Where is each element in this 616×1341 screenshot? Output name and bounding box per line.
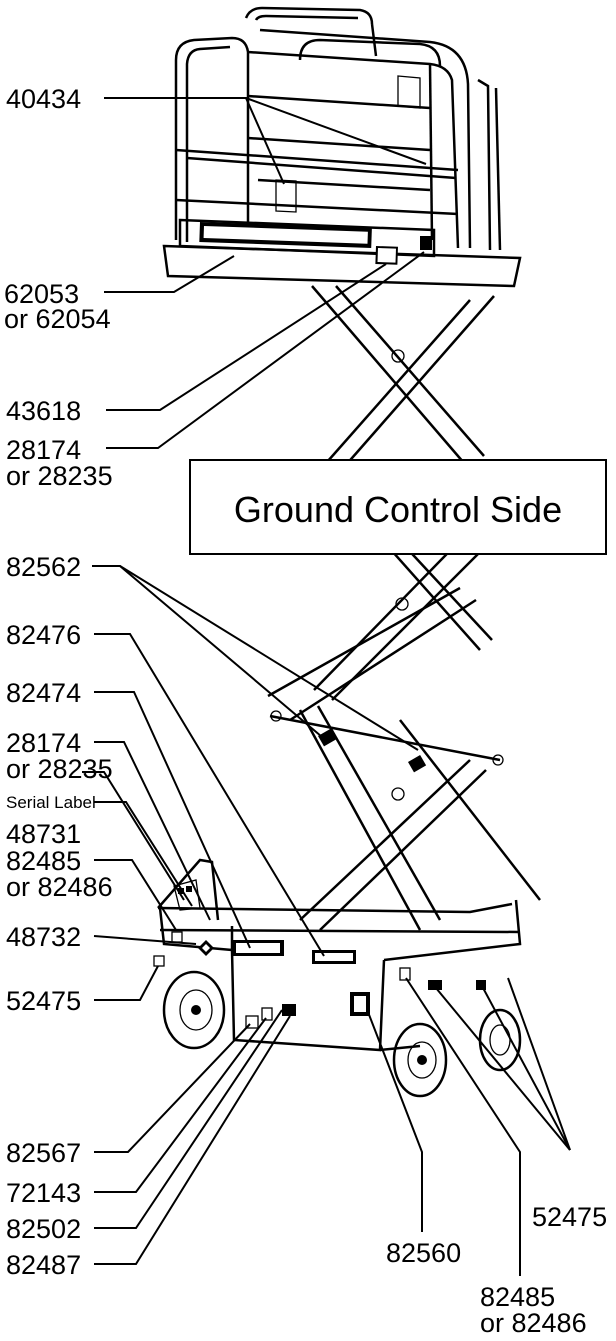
label-72143: 72143 bbox=[6, 1178, 81, 1208]
label-82485-left: 82485 bbox=[6, 846, 81, 876]
label-28235-top: or 28235 bbox=[6, 461, 113, 491]
label-82485-bottom: 82485 bbox=[480, 1282, 555, 1312]
label-82486-bottom: or 82486 bbox=[480, 1308, 587, 1338]
label-40434: 40434 bbox=[6, 84, 81, 114]
title-box-text: Ground Control Side bbox=[234, 489, 562, 530]
label-serial: Serial Label bbox=[6, 793, 96, 812]
label-82560: 82560 bbox=[386, 1238, 461, 1268]
label-43618: 43618 bbox=[6, 396, 81, 426]
label-48731-visible: 48731 bbox=[6, 819, 81, 849]
label-28235-mid: or 28235 bbox=[6, 754, 113, 784]
label-62053: 62053 bbox=[4, 279, 79, 309]
label-52475-right: 52475 bbox=[532, 1202, 607, 1232]
title-box: Ground Control Side bbox=[189, 459, 607, 555]
platform-guardrails bbox=[174, 6, 502, 251]
scissor-arms bbox=[267, 285, 541, 931]
scissor-lift-drawing bbox=[153, 6, 541, 1098]
chassis bbox=[153, 858, 522, 1052]
label-28174-top: 28174 bbox=[6, 435, 81, 465]
label-82486-left: or 82486 bbox=[6, 872, 113, 902]
label-82487: 82487 bbox=[6, 1250, 81, 1280]
label-82562: 82562 bbox=[6, 552, 81, 582]
label-52475-left: 52475 bbox=[6, 986, 81, 1016]
label-82567: 82567 bbox=[6, 1138, 81, 1168]
platform-deck bbox=[162, 218, 522, 288]
label-62054: or 62054 bbox=[4, 304, 111, 334]
leader-lines bbox=[82, 97, 571, 1276]
label-48732: 48732 bbox=[6, 922, 81, 952]
label-82476: 82476 bbox=[6, 620, 81, 650]
label-82474: 82474 bbox=[6, 678, 81, 708]
label-28174-mid: 28174 bbox=[6, 728, 81, 758]
label-82502: 82502 bbox=[6, 1214, 81, 1244]
wheels bbox=[162, 970, 522, 1098]
part-labels: 40434 62053 or 62054 43618 28174 or 2823… bbox=[4, 84, 607, 1338]
